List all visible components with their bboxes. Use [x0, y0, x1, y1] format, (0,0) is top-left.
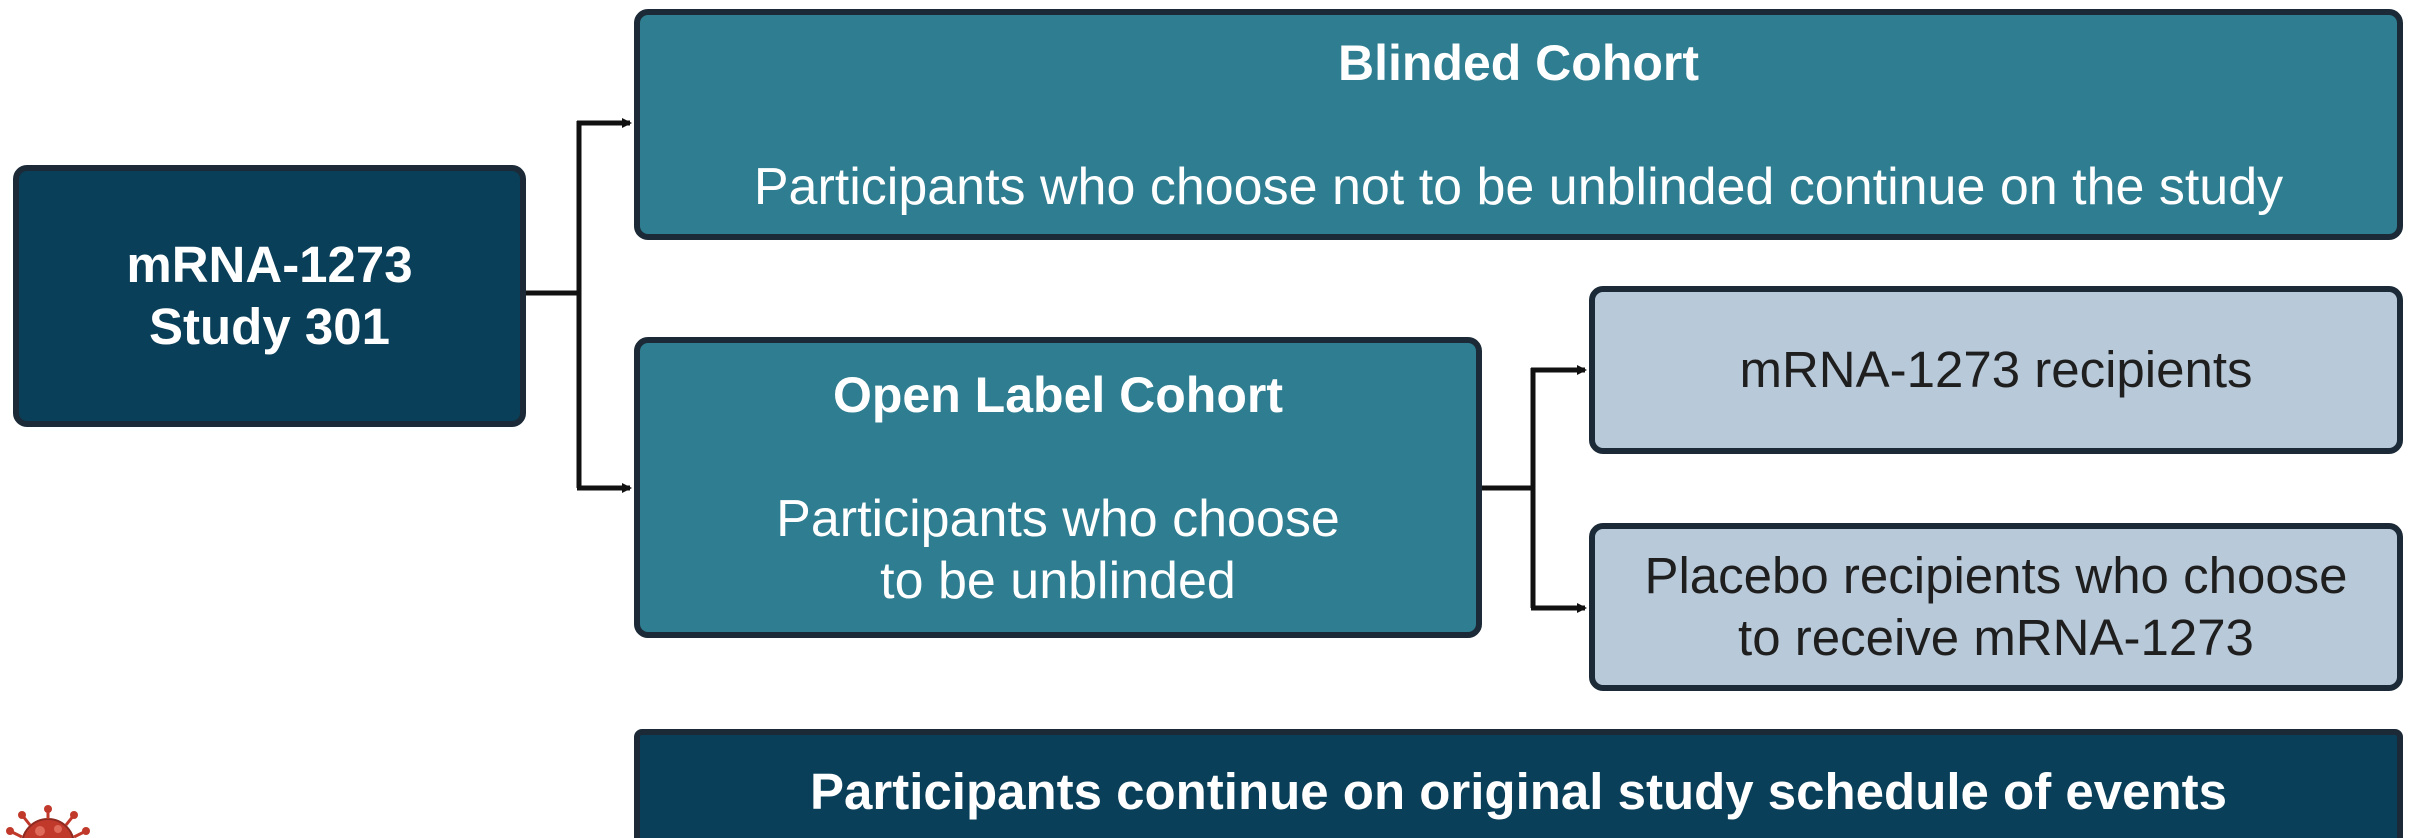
study-name: mRNA-1273: [126, 236, 413, 293]
placebo-recipients-box: Placebo recipients who choose to receive…: [1589, 523, 2403, 691]
schedule-banner: Participants continue on original study …: [634, 729, 2403, 838]
open-label-cohort-box: Open Label Cohort Participants who choos…: [634, 337, 1482, 638]
schedule-banner-text: Participants continue on original study …: [810, 763, 2227, 820]
blinded-cohort-description: Participants who choose not to be unblin…: [753, 158, 2284, 216]
open-label-cohort-description: Participants who choose to be unblinded: [776, 488, 1340, 612]
study-box: mRNA-1273 Study 301: [13, 165, 526, 427]
study-number: Study 301: [149, 298, 390, 355]
open-label-description-line-2: to be unblinded: [880, 552, 1236, 610]
open-label-cohort-title: Open Label Cohort: [833, 367, 1283, 423]
mrna-recipients-label: mRNA-1273 recipients: [1739, 341, 2253, 398]
open-label-description-line-1: Participants who choose: [776, 490, 1340, 548]
placebo-label-line-2: to receive mRNA-1273: [1738, 609, 2254, 666]
virus-icon: [6, 805, 90, 838]
blinded-cohort-box: Blinded Cohort Participants who choose n…: [634, 9, 2403, 240]
blinded-cohort-title: Blinded Cohort: [1337, 35, 1700, 91]
placebo-label-line-1: Placebo recipients who choose: [1644, 547, 2348, 604]
mrna-recipients-box: mRNA-1273 recipients: [1589, 286, 2403, 454]
